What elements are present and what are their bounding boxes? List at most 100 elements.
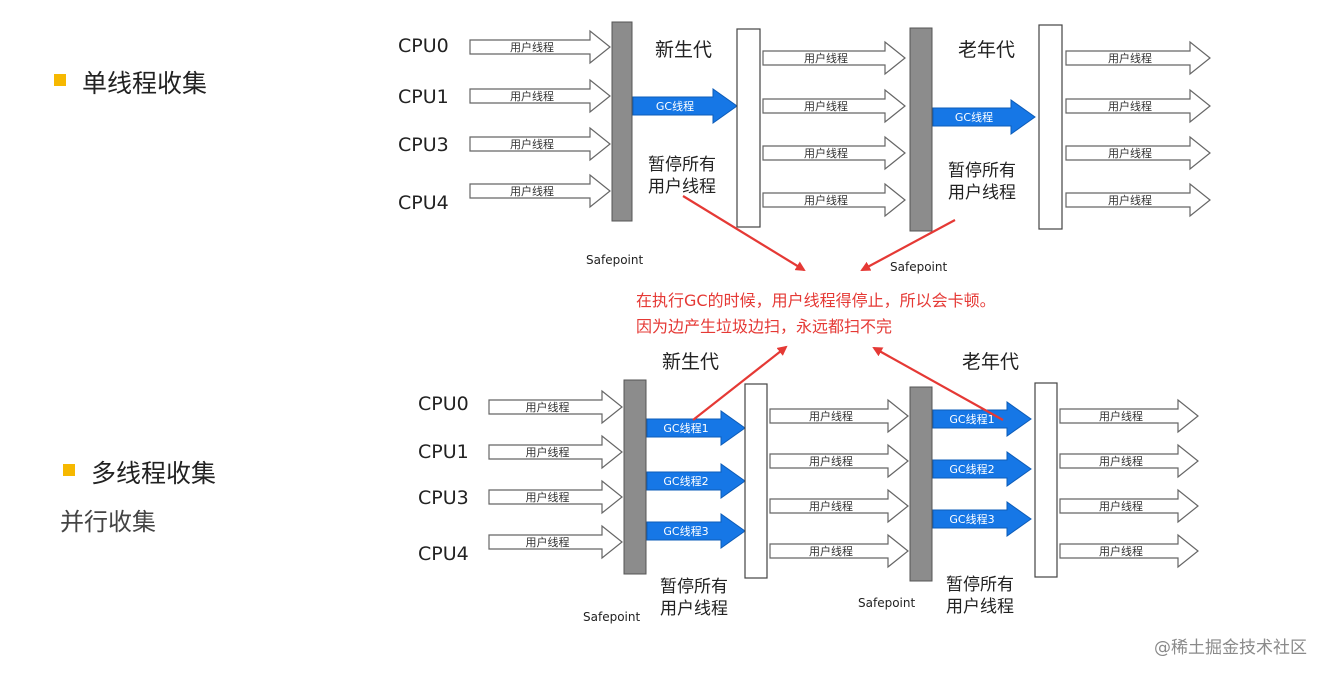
pause-label-top-1-line2: 用户线程 — [648, 177, 716, 197]
safepoint-label-top-2: Safepoint — [890, 260, 947, 274]
bullet-single — [54, 74, 66, 86]
user-arrow-bottom-mid-0-label: 用户线程 — [809, 409, 853, 423]
user-arrow-top-mid-2 — [762, 135, 906, 171]
young-gen-bar-bottom — [744, 383, 768, 579]
pause-label-bottom-2-line2: 用户线程 — [946, 597, 1014, 617]
user-arrow-top-cpu-2 — [469, 126, 611, 162]
user-arrow-top-mid-2-label: 用户线程 — [804, 146, 848, 160]
user-arrow-top-right-2 — [1065, 135, 1211, 171]
gc-arrow-bottom-1-2 — [646, 513, 746, 549]
user-arrow-bottom-mid-3-label: 用户线程 — [809, 544, 853, 558]
old-gen-label-top: 老年代 — [958, 39, 1015, 61]
user-arrow-bottom-mid-2 — [769, 488, 909, 524]
user-arrow-bottom-mid-0 — [769, 398, 909, 434]
user-arrow-bottom-right-3-label: 用户线程 — [1099, 544, 1143, 558]
young-gen-bar-top — [736, 28, 761, 228]
gc-arrow-bottom-2-2-label: GC线程3 — [949, 512, 994, 526]
user-arrow-bottom-mid-1-label: 用户线程 — [809, 454, 853, 468]
user-arrow-bottom-cpu-1 — [488, 434, 623, 470]
user-arrow-bottom-right-0-label: 用户线程 — [1099, 409, 1143, 423]
gc-arrow-bottom-1-0 — [646, 410, 746, 446]
user-arrow-bottom-right-1 — [1059, 443, 1199, 479]
cpu-label-top-2: CPU3 — [398, 134, 449, 156]
note-line-1: 在执行GC的时候，用户线程得停止，所以会卡顿。 — [636, 291, 996, 310]
pause-label-bottom-1-line1: 暂停所有 — [660, 577, 728, 597]
gc-arrow-bottom-2-0 — [932, 401, 1032, 437]
user-arrow-top-cpu-1-label: 用户线程 — [510, 89, 554, 103]
gc-arrow-top-2 — [932, 99, 1036, 135]
safepoint-label-bottom-2: Safepoint — [858, 596, 915, 610]
user-arrow-bottom-right-3 — [1059, 533, 1199, 569]
user-arrow-top-cpu-0 — [469, 29, 611, 65]
cpu-label-top-3: CPU4 — [398, 192, 449, 214]
user-arrow-bottom-mid-2-label: 用户线程 — [809, 499, 853, 513]
user-arrow-top-mid-1-label: 用户线程 — [804, 99, 848, 113]
gc-arrow-bottom-2-2 — [932, 501, 1032, 537]
red-arrow-from-gc-bottom-2 — [872, 347, 1004, 421]
user-arrow-bottom-cpu-2-label: 用户线程 — [526, 490, 570, 504]
user-arrow-top-cpu-3 — [469, 173, 611, 209]
user-arrow-bottom-cpu-2 — [488, 479, 623, 515]
red-arrow-from-gc-bottom-1 — [692, 345, 788, 421]
gc-arrow-top-1-label: GC线程 — [656, 99, 694, 113]
gc-arrow-bottom-1-1 — [646, 463, 746, 499]
user-arrow-top-right-0-label: 用户线程 — [1108, 51, 1152, 65]
user-arrow-bottom-mid-3 — [769, 533, 909, 569]
user-arrow-bottom-cpu-1-label: 用户线程 — [526, 445, 570, 459]
cpu-label-bottom-2: CPU3 — [418, 487, 469, 509]
multi-thread-title: 多线程收集 — [91, 459, 217, 488]
pause-label-bottom-1-line2: 用户线程 — [660, 599, 728, 619]
user-arrow-top-mid-3-label: 用户线程 — [804, 193, 848, 207]
red-arrow-from-pause-top-1 — [682, 195, 806, 272]
gc-arrow-bottom-2-1-label: GC线程2 — [949, 462, 994, 476]
old-gen-label-bottom: 老年代 — [962, 351, 1019, 373]
cpu-label-top-1: CPU1 — [398, 86, 449, 108]
pause-label-top-1-line1: 暂停所有 — [648, 155, 716, 175]
user-arrow-top-right-2-label: 用户线程 — [1108, 146, 1152, 160]
cpu-label-top-0: CPU0 — [398, 35, 449, 57]
gc-arrow-bottom-1-0-label: GC线程1 — [663, 421, 708, 435]
user-arrow-bottom-cpu-0-label: 用户线程 — [526, 400, 570, 414]
user-arrow-top-right-3-label: 用户线程 — [1108, 193, 1152, 207]
gc-arrow-top-1 — [632, 88, 738, 124]
user-arrow-top-mid-0 — [762, 40, 906, 76]
user-arrow-top-right-1-label: 用户线程 — [1108, 99, 1152, 113]
safepoint-bar-bottom-2 — [909, 386, 933, 582]
pause-label-top-2-line1: 暂停所有 — [948, 161, 1016, 181]
user-arrow-top-cpu-2-label: 用户线程 — [510, 137, 554, 151]
gc-arrow-bottom-1-2-label: GC线程3 — [663, 524, 708, 538]
old-gen-bar-top — [1038, 24, 1063, 230]
safepoint-label-top-1: Safepoint — [586, 253, 643, 267]
safepoint-bar-top-1 — [611, 21, 633, 222]
pause-label-bottom-2-line1: 暂停所有 — [946, 575, 1014, 595]
watermark: @稀土掘金技术社区 — [1154, 638, 1307, 658]
user-arrow-top-cpu-3-label: 用户线程 — [510, 184, 554, 198]
user-arrow-top-mid-3 — [762, 182, 906, 218]
young-gen-label-top: 新生代 — [655, 39, 712, 61]
cpu-label-bottom-0: CPU0 — [418, 393, 469, 415]
user-arrow-top-right-3 — [1065, 182, 1211, 218]
user-arrow-bottom-right-2 — [1059, 488, 1199, 524]
note-line-2: 因为边产生垃圾边扫，永远都扫不完 — [636, 317, 892, 336]
gc-arrow-bottom-2-1 — [932, 451, 1032, 487]
user-arrow-top-cpu-0-label: 用户线程 — [510, 40, 554, 54]
cpu-label-bottom-3: CPU4 — [418, 543, 469, 565]
user-arrow-top-mid-1 — [762, 88, 906, 124]
user-arrow-bottom-right-2-label: 用户线程 — [1099, 499, 1143, 513]
safepoint-label-bottom-1: Safepoint — [583, 610, 640, 624]
old-gen-bar-bottom — [1034, 382, 1058, 578]
cpu-label-bottom-1: CPU1 — [418, 441, 469, 463]
user-arrow-top-mid-0-label: 用户线程 — [804, 51, 848, 65]
safepoint-bar-bottom-1 — [623, 379, 647, 575]
bullet-multi — [63, 464, 75, 476]
user-arrow-top-cpu-1 — [469, 78, 611, 114]
pause-label-top-2-line2: 用户线程 — [948, 183, 1016, 203]
user-arrow-bottom-right-0 — [1059, 398, 1199, 434]
user-arrow-bottom-cpu-0 — [488, 389, 623, 425]
gc-arrow-bottom-1-1-label: GC线程2 — [663, 474, 708, 488]
user-arrow-bottom-right-1-label: 用户线程 — [1099, 454, 1143, 468]
gc-arrow-bottom-2-0-label: GC线程1 — [949, 412, 994, 426]
gc-arrow-top-2-label: GC线程 — [955, 110, 993, 124]
user-arrow-bottom-cpu-3-label: 用户线程 — [526, 535, 570, 549]
